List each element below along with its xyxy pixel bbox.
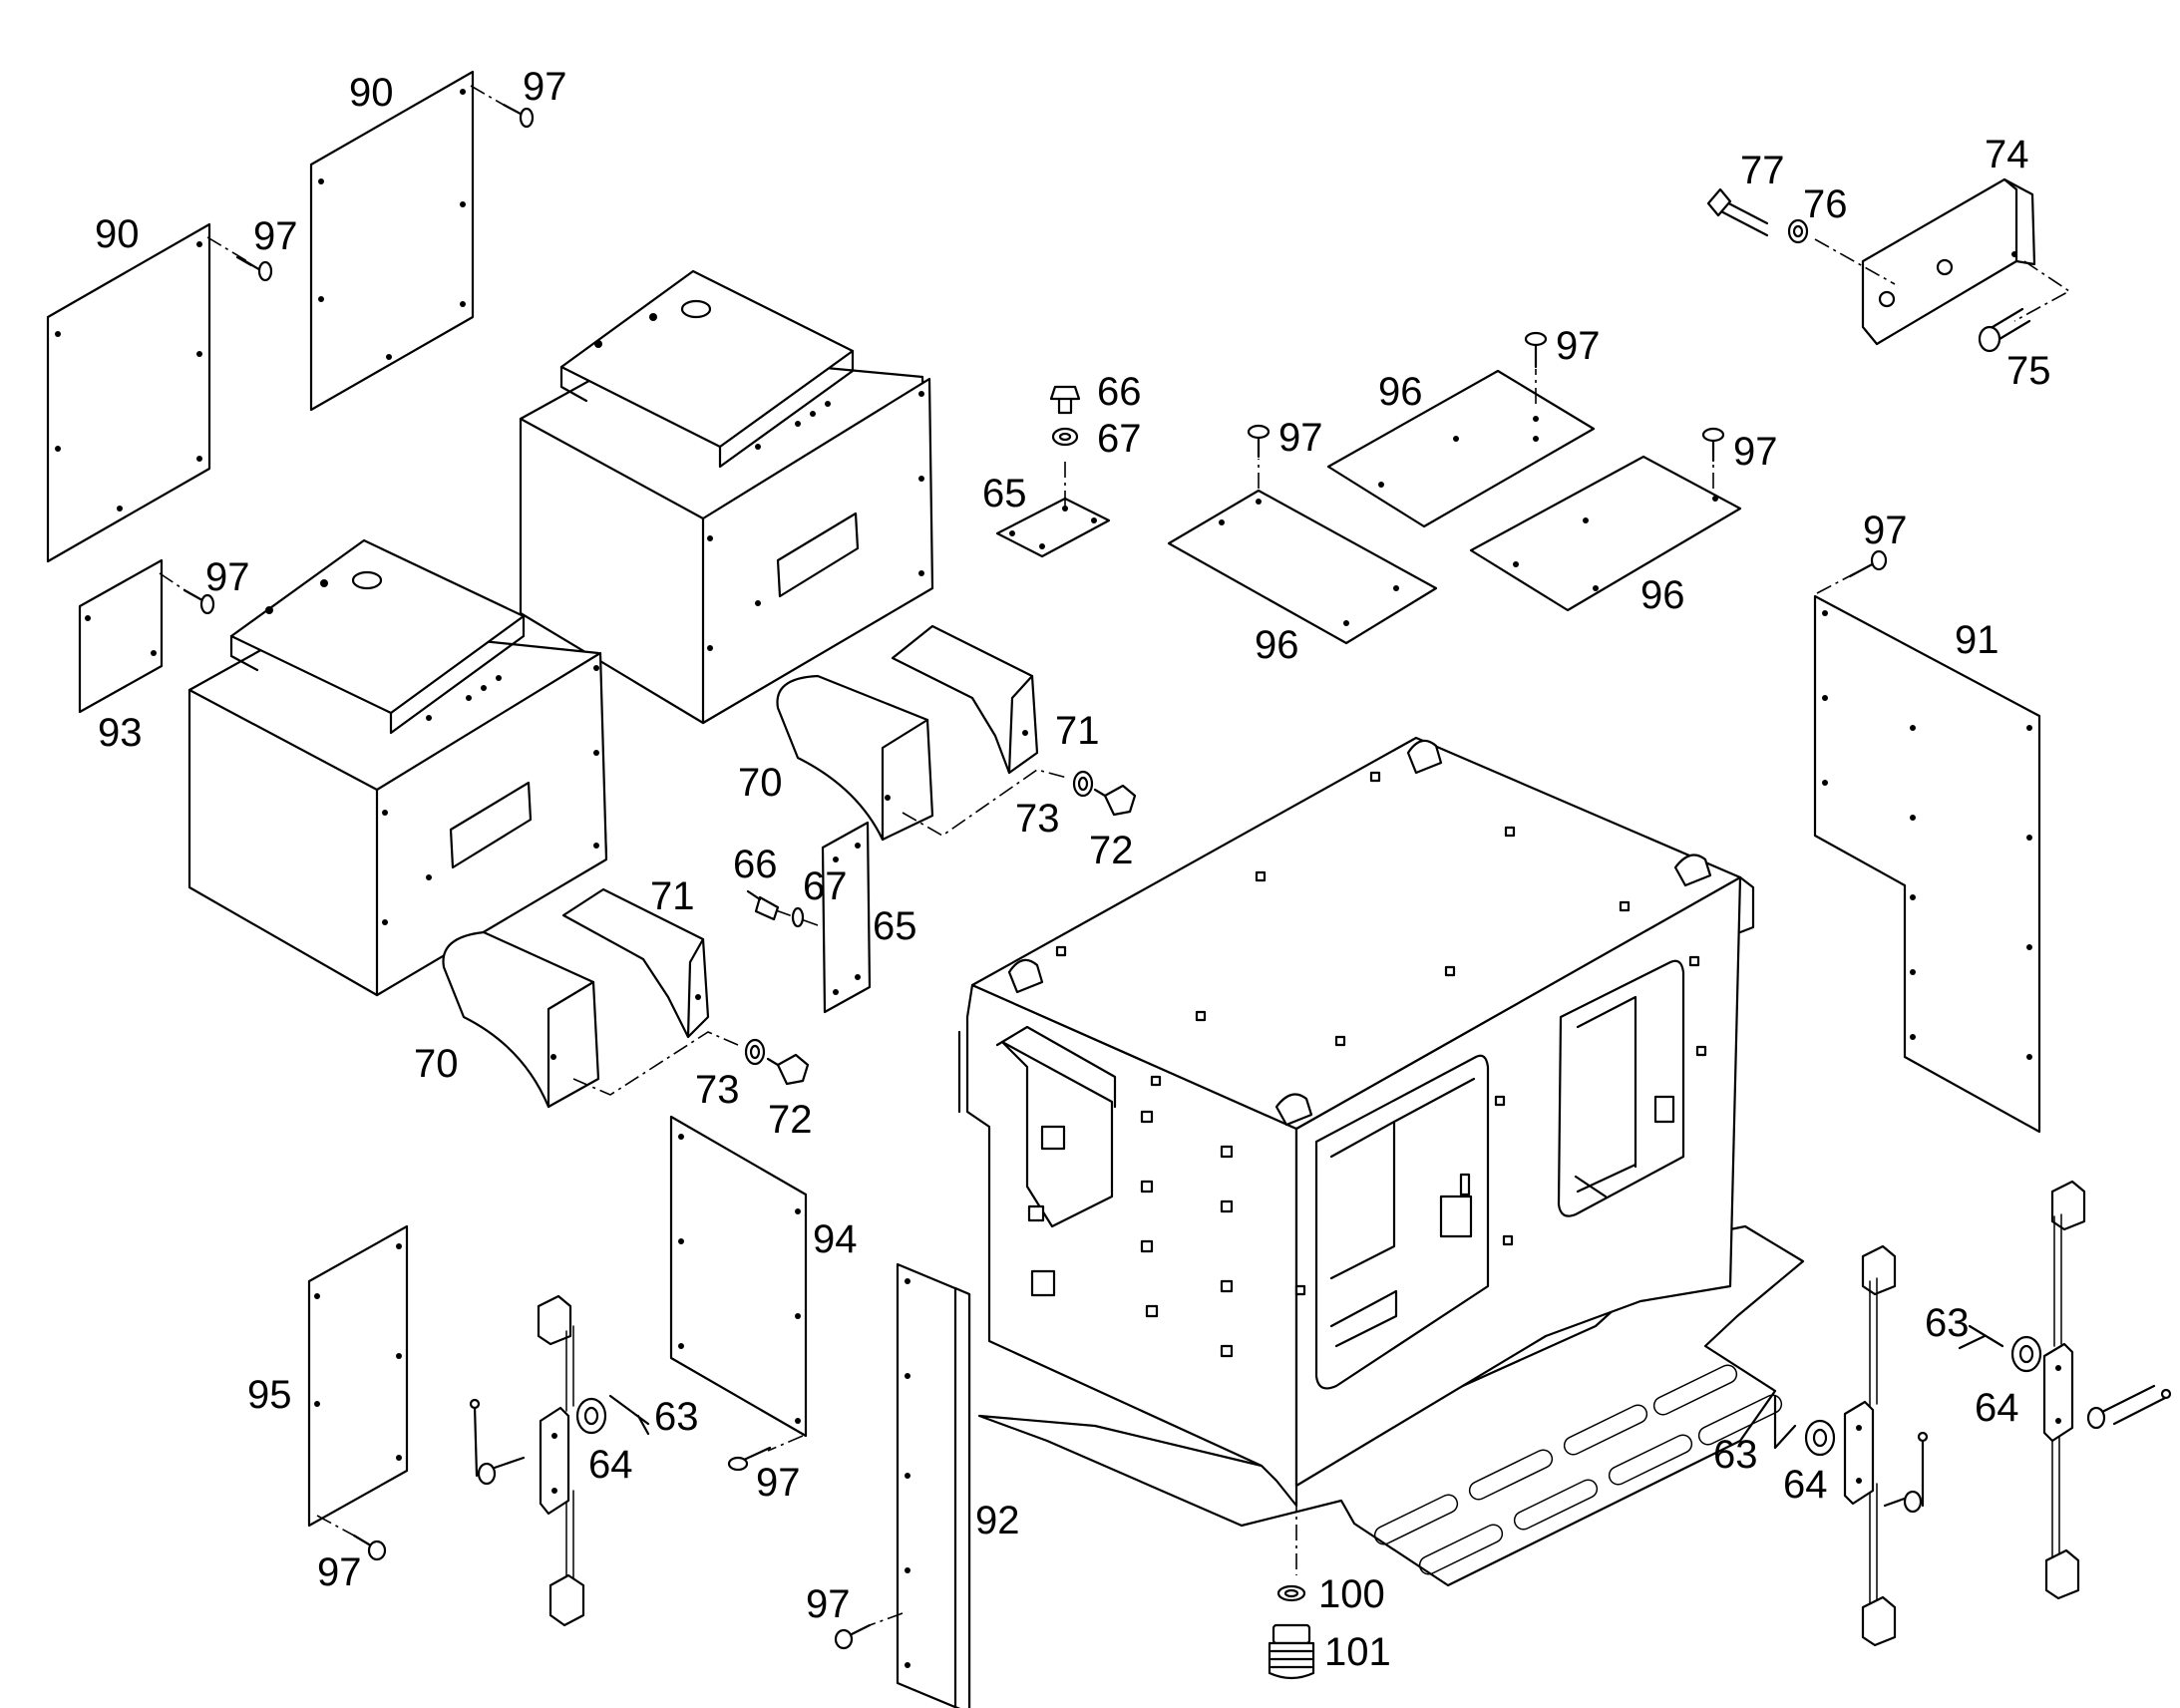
enclosure-box-lower [187,538,608,997]
callout-75: 75 [2006,349,2051,393]
callout-91: 91 [1955,618,1999,662]
callout-64: 64 [588,1443,633,1487]
hood-70-lower [442,930,600,1109]
callout-64: 64 [1783,1463,1828,1507]
callout-65: 65 [873,904,917,948]
callout-64: 64 [1975,1386,2019,1430]
callout-97: 97 [523,65,567,109]
panel-96-left [1167,459,1438,645]
screw-97-h [727,1446,772,1472]
plate-65-upper [995,457,1111,558]
panel-95 [307,1224,409,1537]
main-frame [957,736,1805,1587]
callout-100: 100 [1318,1572,1385,1616]
callout-97: 97 [1278,416,1323,460]
callout-95: 95 [247,1373,292,1417]
callout-71: 71 [1055,709,1100,753]
callout-70: 70 [414,1042,459,1086]
screw-97-a [235,255,273,282]
washer-67-lower [791,906,805,928]
callout-90-left: 90 [349,71,394,115]
screw-97-f [1701,427,1725,463]
panel-90-upper [309,70,510,412]
bolt-66-upper [1049,385,1081,415]
callout-90-upper: 90 [95,212,140,256]
callout-74: 74 [1985,133,2029,176]
bracket-74 [1861,177,2036,346]
callout-71: 71 [650,874,695,918]
enclosure-box-upper [519,269,934,725]
callout-65: 65 [982,472,1027,515]
screw-97-g [1848,549,1888,578]
callout-73: 73 [1015,797,1060,841]
callout-97: 97 [1556,324,1601,368]
callout-92: 92 [975,1499,1020,1542]
panel-92 [869,1262,971,1708]
callout-97: 97 [317,1550,362,1594]
callout-97: 97 [1733,430,1778,474]
plug-101 [1268,1623,1315,1680]
callout-63: 63 [1713,1433,1758,1477]
washer-73-upper [1072,770,1094,798]
callout-63: 63 [654,1395,699,1439]
bolt-72-lower [766,1053,810,1086]
panel-96-upper [1326,369,1596,528]
callout-72: 72 [1089,829,1134,872]
screw-97-i [352,1534,387,1561]
panel-96-right [1469,455,1742,612]
callout-70: 70 [738,761,783,805]
screw-97-c [182,588,215,615]
callout-labels: 90 97 90 97 97 93 77 74 76 75 66 67 65 9… [95,65,2051,1674]
callout-76: 76 [1803,182,1848,226]
callout-97: 97 [253,214,298,258]
washer-73-lower [744,1038,766,1066]
washer-100 [1276,1584,1306,1602]
callout-67: 67 [1097,417,1142,461]
screw-97-j [834,1623,872,1650]
plate-65-lower [772,821,872,1014]
callout-67: 67 [803,864,848,908]
screw-97-b [502,103,535,129]
bolt-77 [1706,187,1769,237]
screw-97-e [1524,331,1548,369]
screw-97-d [1247,424,1271,459]
callout-66: 66 [733,843,778,886]
callout-101: 101 [1324,1630,1391,1674]
callout-96: 96 [1255,623,1299,667]
callout-66: 66 [1097,370,1142,414]
callout-94: 94 [813,1217,858,1261]
callout-97: 97 [806,1582,851,1626]
bolt-66-lower [746,889,780,921]
callout-96: 96 [1378,370,1423,414]
washer-76 [1787,218,1809,244]
hood-70-upper [776,674,934,842]
callout-93: 93 [98,711,143,755]
panel-90-left [46,222,248,563]
washer-67-upper [1051,427,1079,447]
hood-71-lower [561,887,710,1039]
callout-97: 97 [205,555,250,599]
callout-73: 73 [695,1068,740,1112]
callout-63: 63 [1925,1301,1970,1345]
latch-assembly-right [1958,1180,2172,1600]
panel-93 [78,558,190,714]
bolt-72-upper [1093,784,1137,817]
callout-72: 72 [768,1098,813,1142]
hood-71-upper [891,624,1039,775]
panel-91 [1813,572,2041,1134]
callout-97: 97 [1863,509,1908,552]
bolt-75 [1978,307,2031,353]
callout-97: 97 [756,1461,801,1505]
callout-96: 96 [1640,573,1685,617]
latch-assembly-center [1773,1244,1929,1647]
latch-assembly-left [469,1294,650,1627]
callout-77: 77 [1740,149,1785,192]
panel-94 [669,1115,808,1452]
